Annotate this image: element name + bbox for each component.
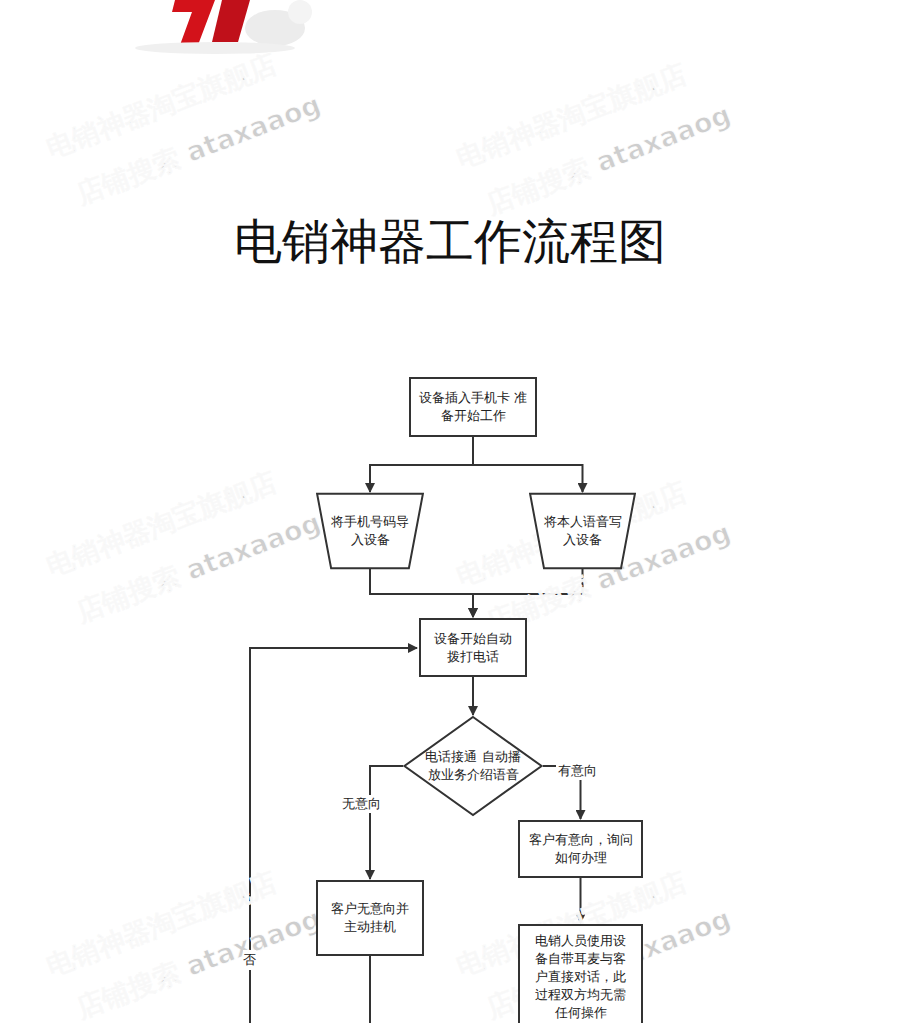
decision-diamond: 电话接通 自动播放业务介绍语音	[403, 716, 543, 816]
input-trapezoid: 将本人语音写入设备	[529, 493, 636, 569]
edge-label: 有意向	[556, 762, 599, 780]
node-text: 将手机号码导入设备	[330, 513, 410, 549]
process-box: 客户无意向并主动挂机	[316, 880, 424, 956]
node-text: 设备插入手机卡 准备开始工作	[418, 389, 528, 425]
node-text: 设备开始自动拨打电话	[428, 630, 518, 666]
node-text: 电话接通 自动播放业务介绍语音	[419, 748, 527, 784]
connector	[370, 437, 473, 492]
diamond-outline	[403, 716, 543, 816]
logo-graphic	[135, 0, 312, 54]
process-box: 设备开始自动拨打电话	[419, 618, 527, 677]
loop-label: 否	[243, 950, 256, 970]
connector	[472, 677, 474, 715]
process-box: 设备插入手机卡 准备开始工作	[409, 377, 537, 437]
node-text: 将本人语音写入设备	[543, 513, 623, 549]
title: 电销神器工作流程图	[0, 210, 900, 274]
node-text: 客户有意向，询问如何办理	[527, 831, 635, 867]
connector	[473, 437, 583, 492]
process-box: 电销人员使用设备自带耳麦与客户直接对话，此过程双方均无需任何操作	[518, 924, 643, 1023]
connector	[370, 766, 403, 879]
loop-line	[369, 956, 371, 1023]
input-trapezoid: 将手机号码导入设备	[316, 493, 424, 569]
loop-line	[250, 648, 417, 1023]
edge-label: 无意向	[340, 795, 383, 813]
trapezoid-outline	[529, 493, 636, 569]
node-text: 客户无意向并主动挂机	[330, 900, 410, 936]
node-text: 电销人员使用设备自带耳麦与客户直接对话，此过程双方均无需任何操作	[533, 932, 629, 1022]
process-box: 客户有意向，询问如何办理	[518, 820, 643, 878]
trapezoid-outline	[316, 493, 424, 569]
